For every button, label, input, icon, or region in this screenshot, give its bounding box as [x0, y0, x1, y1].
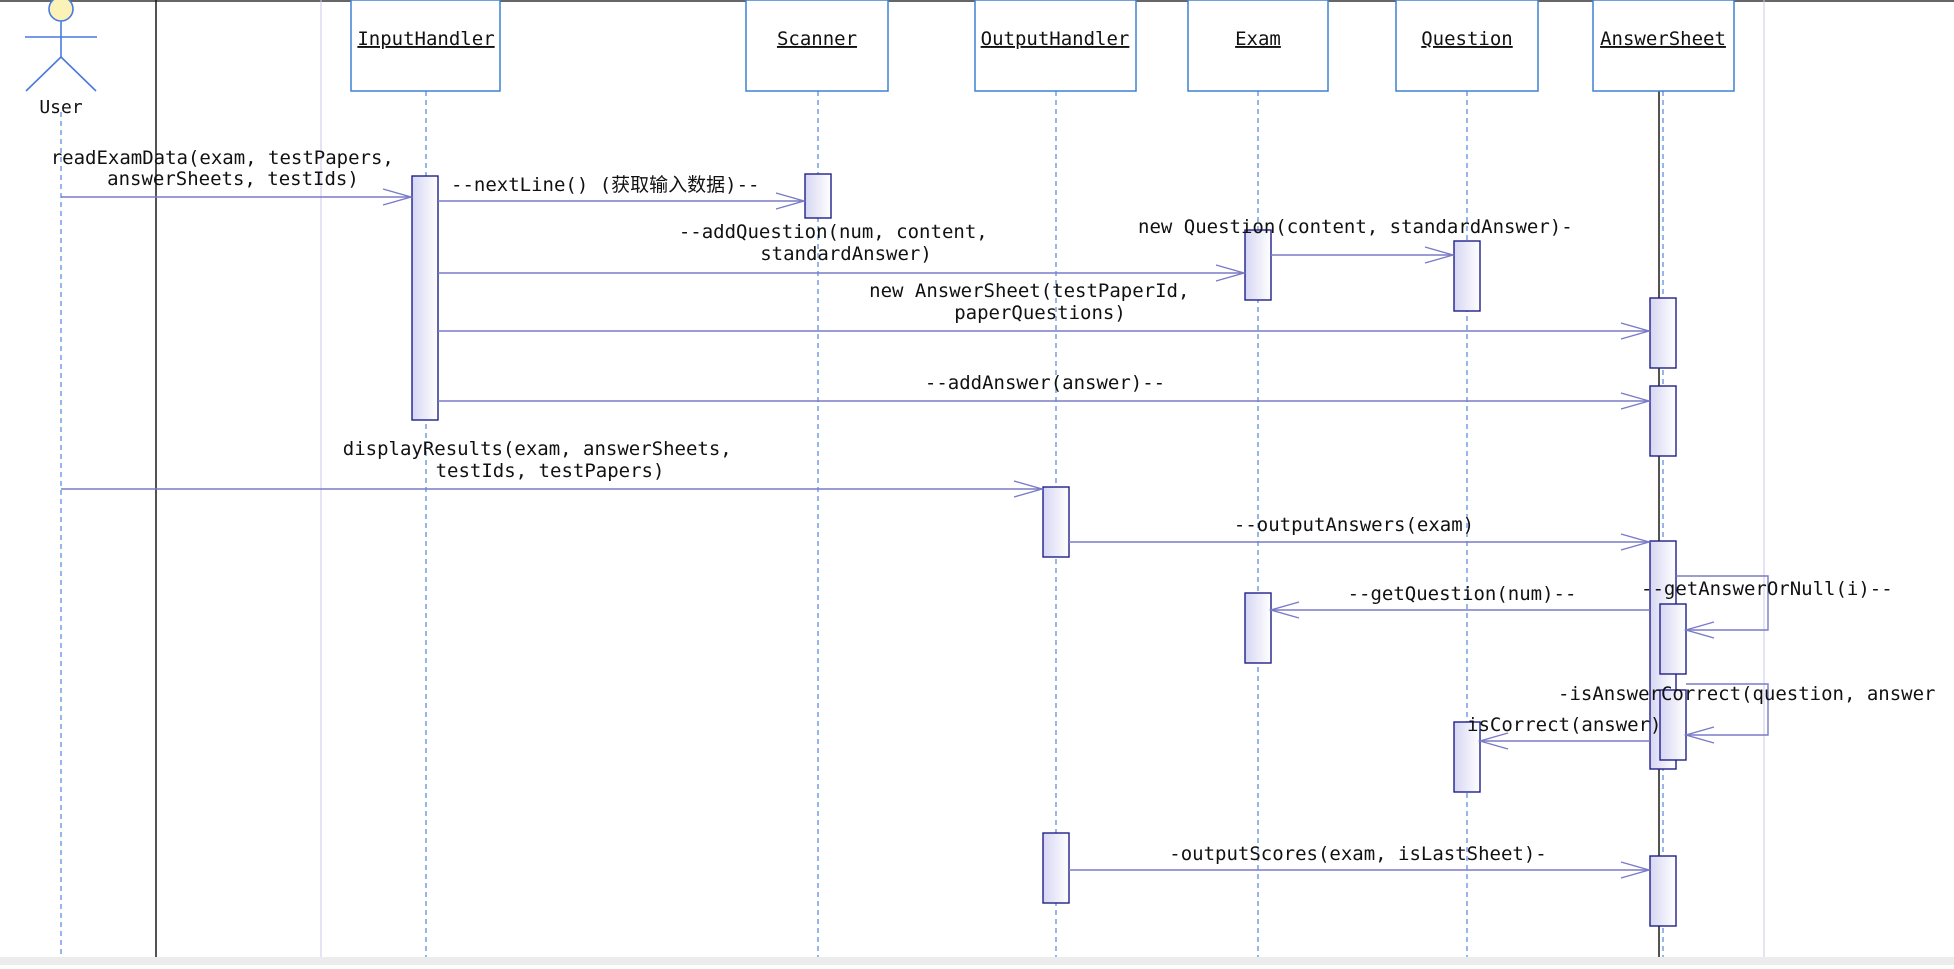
activation-bar-answer-sheet: [1649, 855, 1677, 927]
object-label: Question: [1421, 28, 1513, 50]
actor-label: User: [39, 97, 83, 118]
object-box: [350, 0, 501, 92]
message-arrow-get-question: [1268, 601, 1650, 619]
message-arrow-output-answers: [1069, 533, 1652, 551]
object-output-handler[interactable]: OutputHandler: [974, 0, 1137, 92]
message-arrow-next-line: [438, 192, 807, 210]
activation-bar-question: [1453, 240, 1481, 312]
activation-bar-answer-sheet: [1649, 297, 1677, 369]
object-label: Exam: [1235, 28, 1281, 50]
object-exam[interactable]: Exam: [1187, 0, 1329, 92]
activation-bar-exam: [1244, 229, 1272, 301]
bottom-scroll-strip: [0, 957, 1954, 965]
object-label: InputHandler: [357, 28, 494, 50]
activation-bars: [411, 173, 1687, 927]
message-arrow-is-answer-correct: [1683, 683, 1769, 744]
message-label-add-question: --addQuestion(num, content, standardAnsw…: [679, 221, 999, 265]
message-label-add-answer: --addAnswer(answer)--: [925, 372, 1165, 394]
activation-bar-output-handler: [1042, 486, 1070, 558]
activation-bar-input-handler: [411, 175, 439, 421]
actor-figure-icon: [25, 0, 97, 92]
object-box: [1592, 0, 1735, 92]
message-arrow-get-answer-or-null: [1676, 575, 1769, 639]
actor-user[interactable]: User: [25, 0, 97, 118]
message-arrow-read-exam-data: [61, 188, 414, 206]
message-label-display-results: displayResults(exam, answerSheets, testI…: [343, 438, 743, 482]
object-label: OutputHandler: [981, 28, 1130, 50]
activation-bar-answer-sheet-nested: [1659, 603, 1687, 675]
message-label-is-answer-correct: -isAnswerCorrect(question, answer: [1558, 683, 1936, 705]
message-label-output-answers: --outputAnswers(exam): [1234, 514, 1474, 536]
message-label-next-line: --nextLine() (获取输入数据)--: [451, 174, 759, 196]
message-arrow-add-answer: [438, 392, 1652, 410]
message-label-new-answer-sheet: new AnswerSheet(testPaperId, paperQuesti…: [869, 280, 1201, 324]
object-box: [745, 0, 889, 92]
object-box: [1395, 0, 1539, 92]
object-box: [974, 0, 1137, 92]
message-arrow-display-results: [61, 480, 1045, 498]
object-label: AnswerSheet: [1600, 28, 1726, 50]
object-scanner[interactable]: Scanner: [745, 0, 889, 92]
object-input-handler[interactable]: InputHandler: [350, 0, 501, 92]
object-question[interactable]: Question: [1395, 0, 1539, 92]
object-answer-sheet[interactable]: AnswerSheet: [1592, 0, 1735, 92]
message-label-output-scores: -outputScores(exam, isLastSheet)-: [1169, 843, 1547, 865]
message-label-get-answer-or-null: --getAnswerOrNull(i)--: [1641, 578, 1893, 600]
activation-bar-answer-sheet: [1649, 385, 1677, 457]
message-label-new-question: new Question(content, standardAnswer)-: [1138, 216, 1573, 238]
message-label-get-question: --getQuestion(num)--: [1348, 583, 1577, 605]
activation-bar-answer-sheet-nested: [1659, 689, 1687, 761]
message-arrow-new-question: [1271, 246, 1456, 264]
message-label-is-correct: isCorrect(answer): [1467, 714, 1661, 736]
activation-bar-output-handler: [1042, 832, 1070, 904]
activation-bar-scanner: [804, 173, 832, 219]
message-arrows: [61, 188, 1769, 879]
message-arrow-add-question: [438, 264, 1247, 282]
activation-bar-question: [1453, 721, 1481, 793]
message-labels: readExamData(exam, testPapers, answerShe…: [51, 147, 1936, 865]
message-arrow-is-correct: [1477, 732, 1650, 750]
object-box: [1187, 0, 1329, 92]
message-arrow-output-scores: [1069, 861, 1652, 879]
activation-bar-exam: [1244, 592, 1272, 664]
object-label: Scanner: [777, 28, 857, 50]
message-label-read-exam-data: readExamData(exam, testPapers, answerShe…: [51, 147, 406, 190]
message-arrow-new-answer-sheet: [438, 322, 1652, 340]
